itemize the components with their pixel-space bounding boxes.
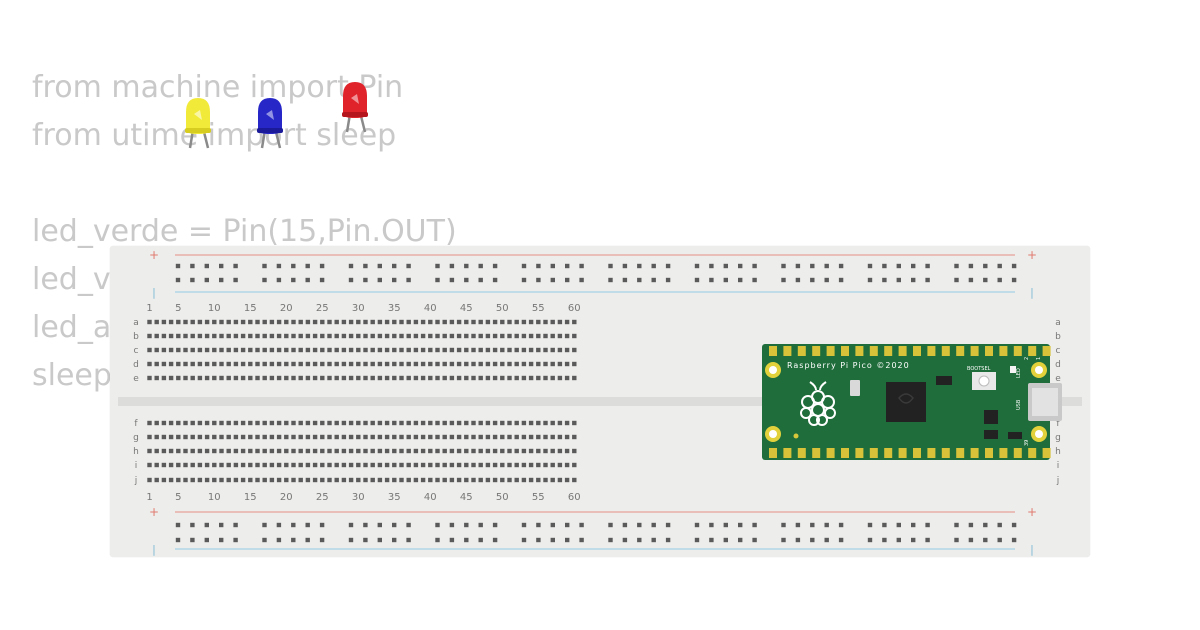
pico-pin-headers (769, 346, 1051, 458)
pico-pin[interactable] (797, 346, 806, 356)
pico-pin[interactable] (869, 448, 878, 458)
pico-pin[interactable] (884, 346, 893, 356)
pico-pin[interactable] (812, 448, 821, 458)
pico-pin[interactable] (941, 448, 950, 458)
pico-pin[interactable] (826, 448, 835, 458)
pico-pin[interactable] (826, 346, 835, 356)
pico-pin[interactable] (841, 448, 849, 458)
pico-pin[interactable] (841, 346, 849, 356)
pico-pin[interactable] (999, 448, 1008, 458)
pin1-label: 1 (1036, 357, 1042, 360)
code-line: led_verde = Pin(15,Pin.OUT) (32, 214, 457, 249)
code-line: from utime import sleep (32, 118, 397, 153)
pico-pin[interactable] (812, 346, 821, 356)
pin2-label: 2 (1024, 357, 1030, 360)
mounting-hole-pads (765, 362, 1047, 442)
pico-pin[interactable] (797, 448, 806, 458)
usb-label: USB (1016, 399, 1022, 410)
led-yellow[interactable] (185, 98, 211, 149)
pico-pin[interactable] (855, 448, 864, 458)
pico-pin[interactable] (985, 346, 993, 356)
pico-pin[interactable] (913, 346, 921, 356)
pico-pin[interactable] (898, 448, 907, 458)
pico-label: Raspberry Pi Pico ©2020 (787, 361, 910, 370)
pico-pin[interactable] (1028, 346, 1037, 356)
pico-pin[interactable] (783, 448, 792, 458)
pico-pin[interactable] (1013, 448, 1022, 458)
pico-pin[interactable] (927, 448, 936, 458)
rp2040-chip (886, 382, 926, 422)
pico-pin[interactable] (1042, 346, 1051, 356)
pico-pin[interactable] (927, 346, 936, 356)
led-blue[interactable] (257, 98, 283, 149)
code-line: led_a (32, 310, 112, 345)
led-label: LED (1016, 368, 1022, 378)
pico-pin[interactable] (913, 448, 921, 458)
pico-pin[interactable] (970, 448, 979, 458)
pico-pin[interactable] (941, 346, 950, 356)
pico-pin[interactable] (869, 346, 878, 356)
code-line: sleep (32, 358, 112, 393)
code-line: from machine import Pin (32, 70, 404, 105)
raspberry-logo-icon (800, 381, 836, 426)
pico-pin[interactable] (985, 448, 993, 458)
bootsel-label: BOOTSEL (967, 366, 991, 372)
pico-pin[interactable] (1013, 346, 1022, 356)
raspberry-pi-pico[interactable]: Raspberry Pi Pico ©2020 BOOTSEL LED USB … (762, 342, 1062, 462)
code-line: led_v (32, 262, 111, 297)
flash-chip (936, 376, 952, 385)
onboard-led (1010, 366, 1016, 373)
code-text: from machine import Pin from utime import… (32, 64, 457, 400)
pico-pin[interactable] (769, 346, 777, 356)
pico-pin[interactable] (884, 448, 893, 458)
led-red[interactable] (342, 82, 368, 133)
pico-pin[interactable] (1042, 448, 1051, 458)
pin39-label: 39 (1024, 440, 1030, 446)
pico-pin[interactable] (783, 346, 792, 356)
pico-pin[interactable] (855, 346, 864, 356)
pico-pin[interactable] (769, 448, 777, 458)
pico-pin[interactable] (956, 346, 965, 356)
leds-layer (185, 82, 368, 149)
pico-pin[interactable] (1028, 448, 1037, 458)
pico-pin[interactable] (956, 448, 965, 458)
pico-pin[interactable] (898, 346, 907, 356)
pico-pin[interactable] (970, 346, 979, 356)
breadboard-center-channel (118, 397, 1082, 406)
pico-pin[interactable] (999, 346, 1008, 356)
crystal (850, 380, 860, 396)
